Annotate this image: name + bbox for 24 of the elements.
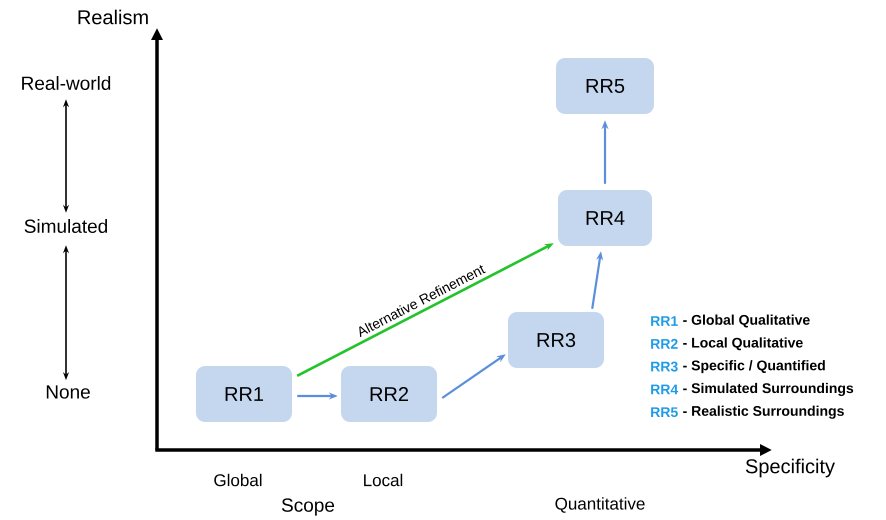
key-term: RR3	[651, 362, 678, 372]
key-description: - Simulated Surroundings	[683, 382, 854, 396]
process-box: RR5	[556, 58, 654, 114]
process-box: RR1	[196, 366, 292, 422]
key-description: - Specific / Quantified	[683, 360, 825, 374]
axis-label: Local	[364, 474, 402, 486]
process-box: RR4	[558, 190, 652, 246]
process-box: RR3	[508, 312, 604, 368]
key-description: - Local Qualitative	[683, 337, 803, 350]
key-term: RR1	[651, 316, 678, 326]
axis-label: Global	[214, 474, 262, 486]
key-description: - Realistic Surroundings	[683, 406, 844, 419]
key-term: RR2	[651, 338, 678, 349]
level-label: Real-world	[22, 76, 110, 90]
level-label: None	[46, 385, 90, 399]
axis-label: Scope	[282, 498, 334, 516]
axis-label: Realism	[78, 10, 148, 24]
level-label: Simulated	[24, 219, 107, 233]
axis-label: Specificity	[746, 458, 835, 478]
axis-label: Quantitative	[555, 497, 645, 513]
key-term: RR5	[651, 407, 678, 418]
key-term: RR4	[651, 384, 678, 394]
key-description: - Global Qualitative	[683, 314, 810, 328]
process-box: RR2	[341, 366, 437, 422]
